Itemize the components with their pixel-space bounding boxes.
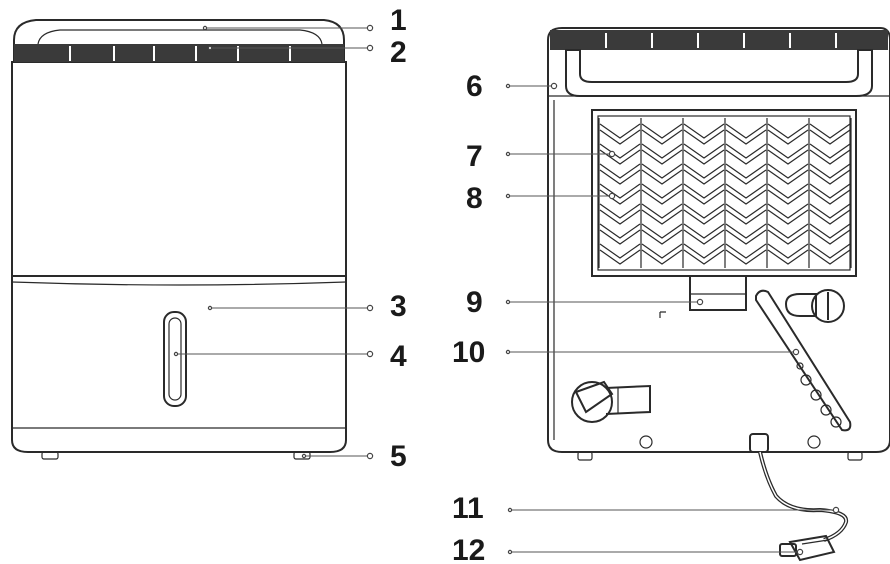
callout-number-11: 11 — [452, 492, 484, 525]
bucket-drain-plug — [571, 380, 651, 423]
caster-wheel-left — [41, 451, 59, 460]
power-plug — [779, 534, 836, 562]
callout-number-2: 2 — [390, 36, 407, 69]
continuous-drain-hose — [755, 289, 852, 432]
callout-8: 8 — [466, 182, 616, 215]
callout-number-7: 7 — [466, 140, 483, 173]
front-body-outline — [11, 58, 347, 453]
callout-number-9: 9 — [466, 286, 483, 319]
callout-number-6: 6 — [466, 70, 483, 103]
callout-number-5: 5 — [390, 440, 407, 473]
back-top-cap — [547, 27, 890, 52]
back-view — [547, 27, 890, 562]
back-body-outline — [547, 50, 890, 453]
front-view — [11, 19, 347, 460]
callout-6: 6 — [466, 70, 558, 103]
callout-2: 2 — [207, 36, 407, 69]
callout-12: 12 — [452, 534, 804, 564]
air-filter-mesh — [598, 118, 852, 268]
callout-number-4: 4 — [390, 340, 407, 373]
callout-9: 9 — [466, 286, 704, 319]
top-carry-handle — [13, 19, 345, 62]
filter-pull-tab — [689, 275, 747, 311]
callout-1: 1 — [202, 4, 407, 37]
top-air-outlet-grille — [14, 44, 344, 62]
callout-3: 3 — [207, 290, 407, 323]
back-carry-handle — [565, 49, 873, 97]
callout-10: 10 — [452, 336, 800, 369]
callout-number-1: 1 — [390, 4, 407, 37]
callout-number-10: 10 — [452, 336, 485, 369]
callout-number-12: 12 — [452, 534, 485, 564]
water-level-window — [163, 311, 187, 407]
callout-5: 5 — [301, 440, 407, 473]
power-cord — [758, 451, 849, 542]
cord-strain-relief — [749, 433, 769, 453]
drain-outlet-cap — [811, 289, 845, 323]
back-top-grille — [550, 30, 888, 50]
callout-4: 4 — [173, 340, 407, 373]
callout-7: 7 — [466, 140, 616, 173]
callout-number-3: 3 — [390, 290, 407, 323]
callout-number-8: 8 — [466, 182, 483, 215]
callout-11: 11 — [452, 492, 840, 525]
